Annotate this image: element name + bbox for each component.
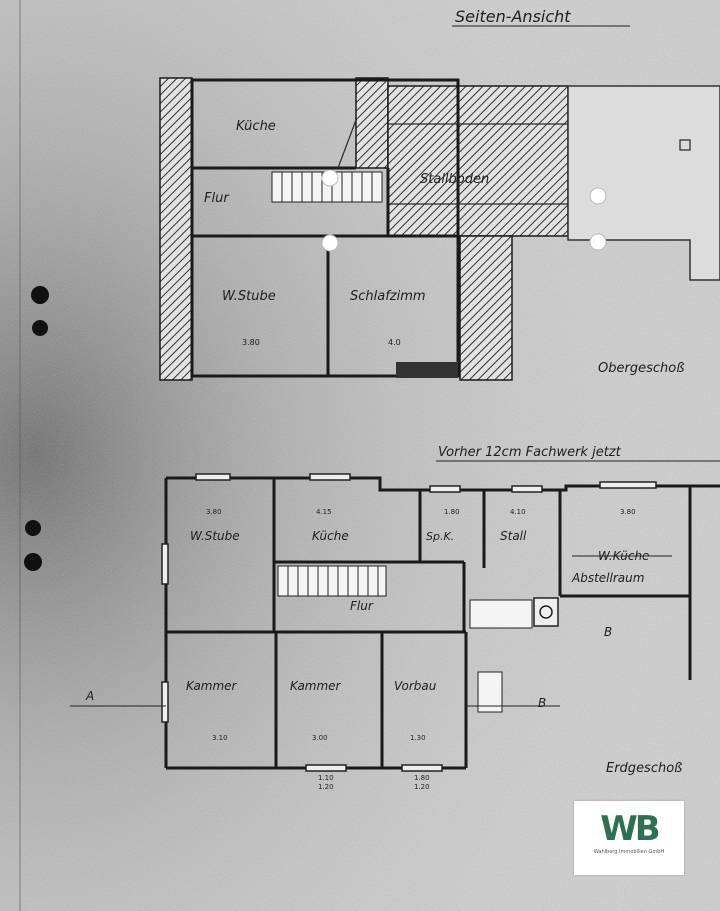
binder-hole — [589, 187, 607, 205]
dim-ground-5: 3.80 — [620, 508, 636, 516]
floor-label-ground: Erdgeschoß — [606, 761, 682, 776]
hatched-stall-roof — [387, 85, 569, 237]
chimney-square — [679, 139, 691, 151]
window — [161, 543, 169, 585]
dim-ground-12: 1.20 — [414, 783, 430, 791]
dim-ground-1: 3.80 — [206, 508, 222, 516]
room-label-abstellraum: Abstellraum — [571, 571, 644, 585]
hatched-wall-left — [159, 77, 193, 381]
ground-floor-note: Vorher 12cm Fachwerk jetzt — [438, 445, 622, 460]
window — [161, 681, 169, 723]
binder-hole — [321, 234, 339, 252]
hatched-wall-chimney — [355, 77, 389, 169]
dim-upper-1: 3.80 — [242, 338, 260, 347]
binder-hole — [321, 169, 339, 187]
binder-hole — [589, 233, 607, 251]
wall-block — [396, 362, 458, 378]
window — [195, 473, 231, 481]
entrance-steps — [477, 671, 503, 713]
stove-ring — [539, 605, 553, 619]
drawing-title: Seiten-Ansicht — [455, 7, 571, 26]
ground-staircase — [277, 565, 387, 597]
window — [599, 481, 657, 489]
stove — [533, 597, 559, 627]
dim-ground-11: 1.80 — [414, 774, 430, 782]
room-label-flur-upper: Flur — [204, 191, 230, 206]
room-label-wstube-ground: W.Stube — [190, 529, 240, 543]
window — [401, 764, 443, 772]
section-marker-b2: B — [604, 625, 612, 639]
window — [309, 473, 351, 481]
side-steps — [469, 599, 533, 629]
logo-mark: WB — [600, 809, 660, 849]
logo-subtitle: Wahlberg Immobilien GmbH — [593, 849, 665, 855]
dim-ground-4: 4.10 — [510, 508, 526, 516]
company-logo: WB Wahlberg Immobilien GmbH — [574, 801, 684, 875]
upper-floor-plan: Küche Flur Stallboden W.Stube Schlafzimm… — [159, 77, 720, 381]
section-marker-b: B — [538, 696, 546, 710]
roof-outline-right — [567, 85, 720, 281]
dim-ground-3: 1.80 — [444, 508, 460, 516]
room-label-wstube-upper: W.Stube — [222, 289, 276, 304]
section-marker-a: A — [85, 689, 94, 703]
room-label-spk: Sp.K. — [426, 530, 454, 543]
dim-upper-2: 4.0 — [388, 338, 401, 347]
room-label-kammer-2: Kammer — [290, 679, 342, 693]
hatched-wall-right — [459, 235, 513, 381]
room-label-schlafzimmer: Schlafzimm — [350, 289, 426, 304]
room-label-flur-ground: Flur — [350, 599, 374, 613]
punch-hole — [32, 320, 48, 336]
dim-ground-7: 3.00 — [312, 734, 328, 742]
window — [429, 485, 461, 493]
room-label-kueche-ground: Küche — [312, 529, 349, 543]
room-label-kammer-1: Kammer — [186, 679, 238, 693]
floor-label-upper: Obergeschoß — [598, 361, 684, 376]
upper-outer-wall — [190, 78, 460, 378]
punch-hole — [24, 553, 42, 571]
ground-floor-plan: Vorher 12cm Fachwerk jetzt — [70, 445, 720, 791]
stair-arrow — [337, 119, 357, 169]
window — [511, 485, 543, 493]
room-label-stall: Stall — [500, 529, 527, 543]
punch-hole — [25, 520, 41, 536]
dim-ground-6: 3.10 — [212, 734, 228, 742]
dim-ground-8: 1.30 — [410, 734, 426, 742]
window — [305, 764, 347, 772]
room-label-kueche-upper: Küche — [236, 119, 276, 134]
room-label-vorbau: Vorbau — [394, 679, 437, 693]
room-label-stallboden: Stallboden — [420, 172, 489, 187]
dim-ground-10: 1.20 — [318, 783, 334, 791]
punch-hole — [31, 286, 49, 304]
dim-ground-9: 1.10 — [318, 774, 334, 782]
dim-ground-2: 4.15 — [316, 508, 332, 516]
